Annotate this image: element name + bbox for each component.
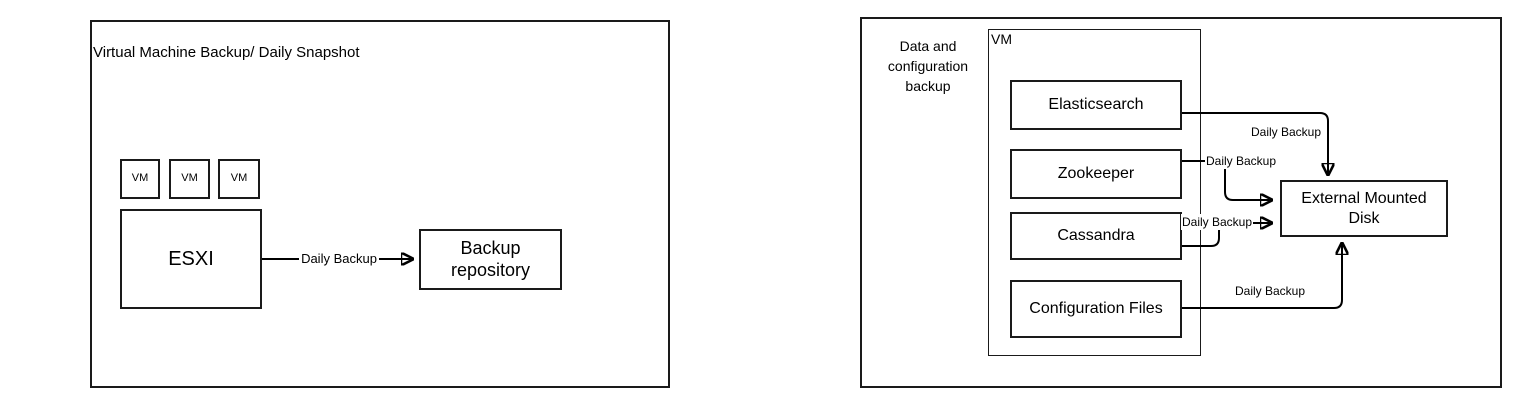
vm-node-1-label: VM	[131, 172, 149, 185]
backup-repository-label: Backup repository	[450, 237, 531, 280]
external-mounted-disk-node: External Mounted Disk	[1280, 180, 1448, 237]
cassandra-label: Cassandra	[1057, 227, 1135, 245]
elasticsearch-label: Elasticsearch	[1048, 96, 1144, 114]
edge-label-elasticsearch-daily-backup: Daily Backup	[1250, 124, 1322, 140]
edge-label-zookeeper-daily-backup: Daily Backup	[1205, 153, 1277, 169]
zookeeper-node: Zookeeper	[1010, 149, 1182, 199]
vm-node-2: VM	[169, 159, 210, 199]
configuration-files-node: Configuration Files	[1010, 280, 1182, 338]
esxi-node-label: ESXI	[168, 248, 214, 270]
data-config-backup-panel: Data and configuration backup VM Elastic…	[860, 17, 1502, 388]
vm-backup-panel-title: Virtual Machine Backup/ Daily Snapshot	[93, 44, 360, 61]
backup-repository-node: Backup repository	[419, 229, 562, 290]
elasticsearch-node: Elasticsearch	[1010, 80, 1182, 130]
configuration-files-label: Configuration Files	[1029, 300, 1163, 318]
edge-label-cassandra-daily-backup: Daily Backup	[1181, 214, 1253, 230]
vm-node-1: VM	[120, 159, 160, 199]
vm-container-label: VM	[991, 31, 1012, 47]
external-mounted-disk-label: External Mounted Disk	[1301, 190, 1427, 227]
data-config-backup-panel-title: Data and configuration backup	[887, 38, 969, 94]
zookeeper-label: Zookeeper	[1057, 165, 1135, 183]
vm-node-2-label: VM	[181, 172, 198, 185]
edge-label-esxi-daily-backup: Daily Backup	[299, 251, 379, 267]
cassandra-node: Cassandra	[1010, 212, 1182, 260]
edge-label-configuration-files-daily-backup: Daily Backup	[1234, 283, 1306, 299]
vm-node-3: VM	[218, 159, 260, 199]
vm-node-3-label: VM	[230, 172, 248, 185]
vm-backup-panel: Virtual Machine Backup/ Daily Snapshot V…	[90, 20, 670, 388]
esxi-node: ESXI	[120, 209, 262, 309]
